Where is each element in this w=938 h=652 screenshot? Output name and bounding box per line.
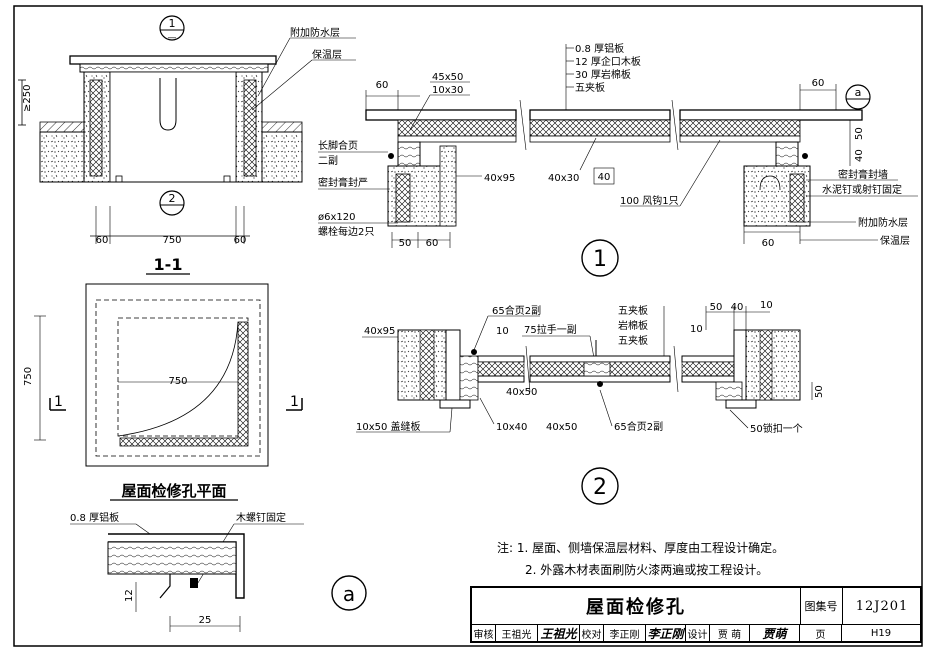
d2-handle: 75拉手一副 [524,323,577,336]
dim-50: 50 [399,238,412,249]
dim-right-40: 40 [854,149,865,162]
tb-review-label: 审核 [472,624,496,643]
d2-40x50b: 40x50 [546,422,577,433]
svg-text:—: — [168,33,177,43]
d2-10x40: 10x40 [496,422,527,433]
d2-dim-50: 50 [710,302,723,313]
detail-2: 65合页2副 10 75拉手一副 40x95 五夹板 岩棉板 五夹板 [356,300,825,505]
title-block: 屋面检修孔 图集号 12J201 审核 王祖光 王祖光 校对 李正刚 李正刚 设… [470,586,922,643]
dim-40: 40 [598,172,611,183]
dim-top-right: 60 [812,78,825,89]
label-insulation: 保温层 [312,48,342,61]
tb-check-label: 校对 [580,624,604,643]
d2-dim-10: 10 [496,326,509,337]
dim-top-left: 60 [376,80,389,91]
note-line-2: 2. 外露木材表面刷防火漆两遍或按工程设计。 [525,563,769,577]
callout-top-number: 1 [169,17,176,30]
dim-height: ≥250 [22,85,33,112]
da-aluminum: 0.8 厚铝板 [70,511,119,524]
dim-40x95: 40x95 [484,173,515,184]
hook-label: 100 风钩1只 [620,195,679,207]
section-1-1: 1 — ≥250 附加防水层 保温层 [18,15,356,275]
tb-atlas-label: 图集号 [800,588,843,624]
layer-2: 12 厚企口木板 [575,55,641,68]
tb-title: 屋面检修孔 [472,588,801,624]
sealant-label: 密封膏封严 [318,176,368,189]
plan-dim-horizontal: 750 [168,376,187,387]
callout-top-circle [159,15,185,41]
callout-bottom-number: 2 [169,192,176,205]
d2-dim-10c: 10 [690,324,703,335]
section-title: 1-1 [154,255,183,274]
d2-40x95: 40x95 [364,326,395,337]
seal-wall: 密封膏封墙 [838,168,888,181]
dim-right-50: 50 [854,127,865,140]
callout-a: a [855,86,862,99]
layer-4: 五夹板 [575,81,605,94]
d2-cover: 10x50 盖缝板 [356,420,421,433]
d2-hinge-bottom: 65合页2副 [614,420,663,433]
da-dim-12: 12 [124,589,135,602]
d2-lock: 50锁扣一个 [750,422,803,435]
detail-2-number: 2 [593,475,607,500]
detail1-insulation: 保温层 [880,234,910,247]
layer-1: 0.8 厚铝板 [575,42,624,55]
lid-plate [69,55,277,65]
hinge-qty: 二副 [318,155,338,167]
note-line-1: 注: 1. 屋面、侧墙保温层材料、厚度由工程设计确定。 [497,541,785,555]
tb-designer: 贾 萌 [710,624,750,643]
tb-checker-sig: 李正刚 [646,624,686,643]
d2-dim-side: 50 [814,385,825,398]
plan-dim-vertical: 750 [23,367,34,386]
cut-left: 1 [54,394,63,410]
notes: 注: 1. 屋面、侧墙保温层材料、厚度由工程设计确定。 2. 外露木材表面刷防火… [497,537,784,581]
detail-1-number: 1 [593,247,607,272]
d2-40x50: 40x50 [506,387,537,398]
label-waterproof: 附加防水层 [290,26,340,39]
callout-bottom-circle [159,190,185,216]
detail-1: 0.8 厚铝板 12 厚企口木板 30 厚岩棉板 五夹板 [318,42,918,277]
layer-3: 30 厚岩棉板 [575,68,631,81]
d2-dim-40: 40 [731,302,744,313]
tb-checker: 李正刚 [604,624,646,643]
dim-right: 60 [234,235,247,246]
plan-view: 750 750 1 1 屋面检修孔平面 [23,283,303,501]
tb-page-value: H19 [870,628,892,639]
d2-dim-10b: 10 [760,300,773,311]
lid-core [79,63,269,73]
da-label: a [343,582,355,606]
tb-atlas-value: 12J201 [855,598,909,614]
tb-page-label: 页 [800,624,842,643]
hatch-opening [109,71,237,183]
cut-right: 1 [290,394,299,410]
dim-mid: 750 [162,235,181,246]
tb-reviewer-sig: 王祖光 [538,624,580,643]
d2-layer-2: 岩棉板 [618,319,648,332]
tb-design-label: 设计 [686,624,710,643]
d2-hinge: 65合页2副 [492,304,541,317]
bolt-label: ø6x120 [318,212,356,223]
dim-left: 60 [96,235,109,246]
dim-40x30: 40x30 [548,173,579,184]
dim-bottom-right: 60 [762,238,775,249]
da-screw: 木螺钉固定 [236,511,286,524]
dim-10x30: 10x30 [432,85,463,96]
hinge-label: 长脚合页 [318,139,358,152]
da-dim-25: 25 [199,615,212,626]
detail1-waterproof: 附加防水层 [858,216,908,229]
detail-a: 0.8 厚铝板 木螺钉固定 12 25 a [70,511,367,632]
tb-designer-sig: 贾萌 [750,624,800,643]
bolt-note: 螺栓每边2只 [318,225,374,238]
d2-layer-1: 五夹板 [618,304,648,317]
d2-layer-3: 五夹板 [618,334,648,347]
plan-title: 屋面检修孔平面 [121,482,226,500]
dim-60: 60 [426,238,439,249]
fix-note: 水泥钉或射钉固定 [822,183,902,196]
dim-45x50: 45x50 [432,72,463,83]
tb-reviewer: 王祖光 [496,624,538,643]
